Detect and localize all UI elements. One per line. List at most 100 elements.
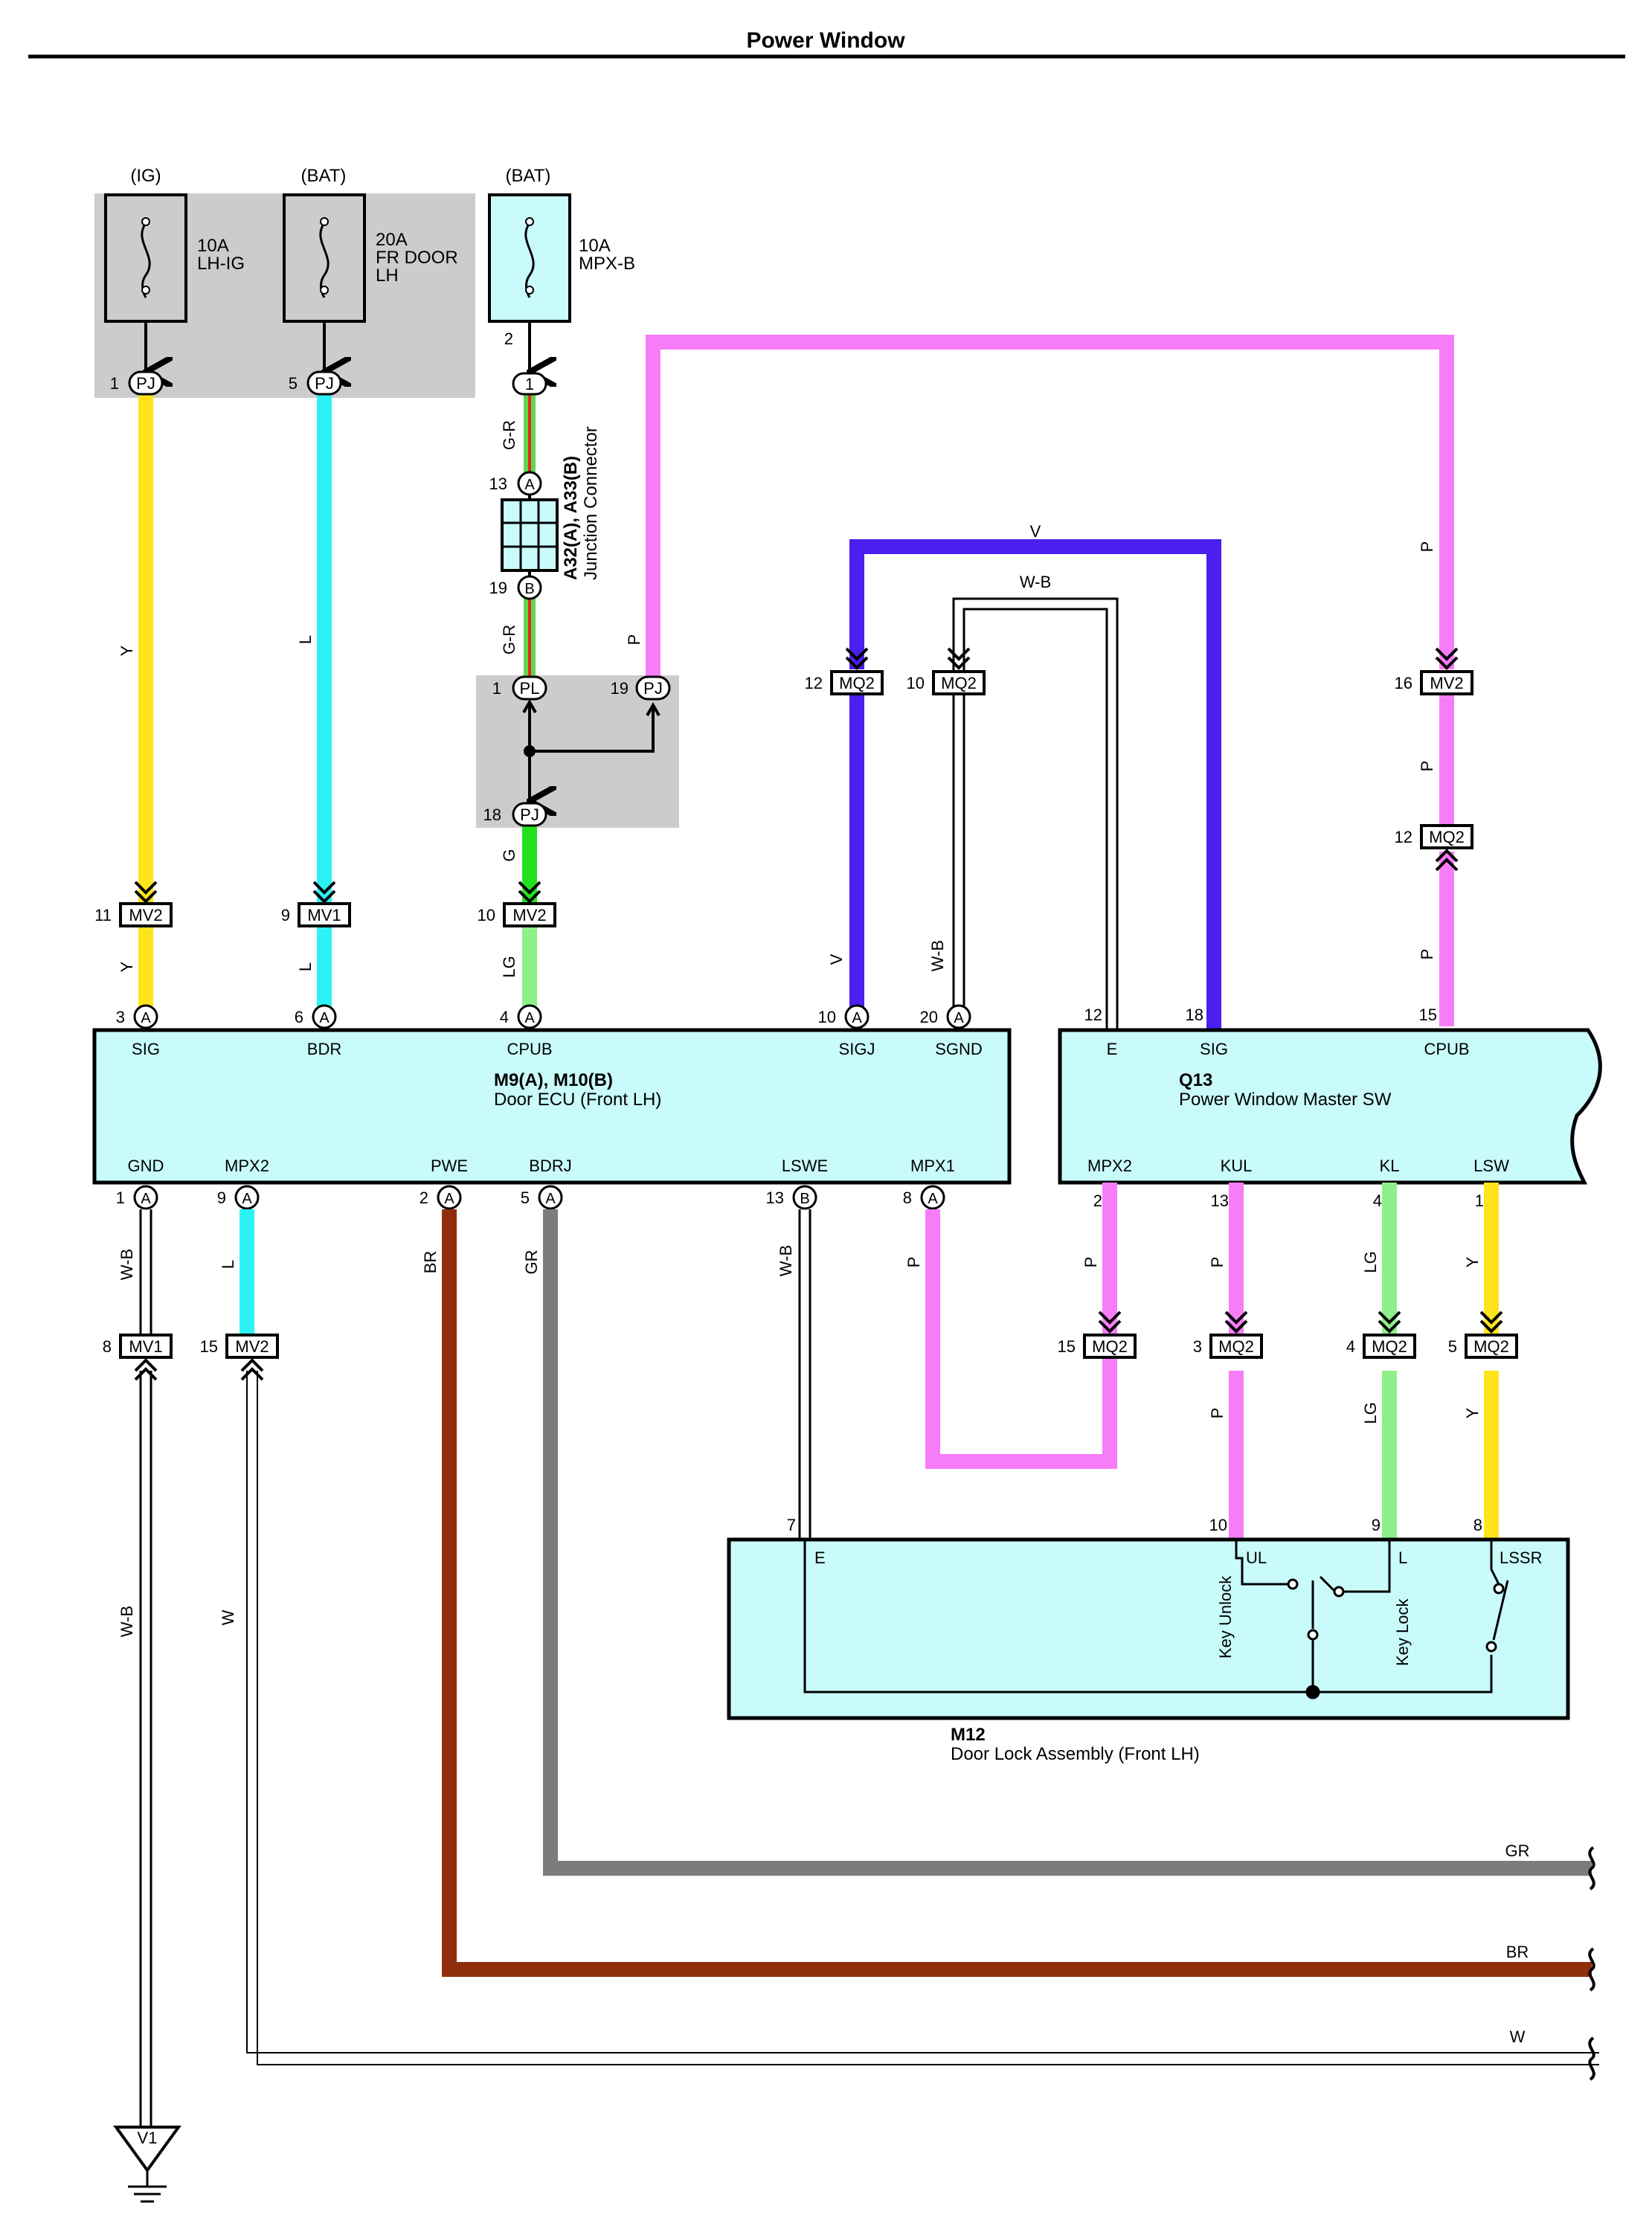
connector-mv2-11: MV2 11 xyxy=(94,881,173,927)
svg-text:A: A xyxy=(141,1010,151,1026)
wire-label-p-4: P xyxy=(1418,949,1436,960)
svg-text:MQ2: MQ2 xyxy=(941,674,977,692)
wire-label-y-4: Y xyxy=(1463,1407,1482,1418)
junction-pin-b: B 19 xyxy=(489,575,542,600)
svg-text:L: L xyxy=(1398,1548,1407,1567)
svg-text:13: 13 xyxy=(1211,1191,1229,1210)
svg-text:PWE: PWE xyxy=(431,1157,468,1175)
svg-text:A: A xyxy=(242,1191,252,1207)
svg-text:10: 10 xyxy=(1209,1516,1227,1534)
svg-text:19: 19 xyxy=(489,579,507,597)
junction-pin-top: 1 xyxy=(512,372,547,396)
wire-label-v-top: V xyxy=(1030,522,1041,541)
svg-text:MQ2: MQ2 xyxy=(1429,828,1465,846)
master-sw-box xyxy=(1058,1028,1602,1185)
svg-text:3: 3 xyxy=(1193,1337,1202,1356)
door-lock-box xyxy=(727,1537,1570,1720)
svg-text:E: E xyxy=(814,1548,826,1567)
svg-text:5: 5 xyxy=(289,374,298,393)
svg-text:12: 12 xyxy=(805,674,823,692)
key-lock-label: Key Lock xyxy=(1393,1598,1412,1666)
connector-mv2-10: MV2 10 xyxy=(478,881,556,927)
junction-connector: A32(A), A33(B) Junction Connector xyxy=(501,426,601,580)
door-ecu-box xyxy=(92,1028,1012,1185)
connector-mq2-12b: MQ2 12 xyxy=(1395,824,1473,872)
svg-text:SGND: SGND xyxy=(935,1040,983,1058)
svg-text:MPX2: MPX2 xyxy=(225,1157,269,1175)
door-lock-name: M12 xyxy=(951,1725,986,1745)
svg-text:MV2: MV2 xyxy=(512,906,546,924)
svg-text:A: A xyxy=(444,1191,454,1207)
svg-text:MQ2: MQ2 xyxy=(1372,1337,1407,1356)
connector-mv1-8: MV1 8 xyxy=(103,1334,173,1381)
junction-pin-a: A 13 xyxy=(489,471,542,496)
door-ecu-desc: Door ECU (Front LH) xyxy=(494,1090,661,1110)
svg-text:UL: UL xyxy=(1246,1548,1267,1567)
svg-text:10: 10 xyxy=(818,1008,836,1026)
svg-text:PJ: PJ xyxy=(520,805,539,824)
svg-text:CPUB: CPUB xyxy=(507,1040,552,1058)
svg-text:MPX2: MPX2 xyxy=(1087,1157,1132,1175)
fuse-fr-door-lh: 20A FR DOOR LH xyxy=(283,193,458,323)
wire-label-l-2: L xyxy=(296,962,315,971)
svg-text:LSWE: LSWE xyxy=(782,1157,828,1175)
door-lock-switches xyxy=(803,1540,1509,1699)
svg-text:MQ2: MQ2 xyxy=(839,674,875,692)
page-title: Power Window xyxy=(746,28,905,53)
svg-text:15: 15 xyxy=(1058,1337,1076,1356)
svg-text:1: 1 xyxy=(525,375,534,393)
wire-v xyxy=(849,539,1221,1030)
svg-text:LSSR: LSSR xyxy=(1500,1548,1542,1567)
wire-br xyxy=(442,1209,1592,1977)
wire-label-gr-2: G-R xyxy=(500,625,518,654)
wire-label-p-2: P xyxy=(1418,541,1436,553)
wire-label-p-3: P xyxy=(1418,761,1436,772)
wire-label-wb-2: W-B xyxy=(928,940,947,971)
svg-text:MV1: MV1 xyxy=(129,1337,162,1356)
wire-wb-sgnd xyxy=(952,597,1119,1030)
svg-text:6: 6 xyxy=(295,1008,303,1026)
wire-label-y-2: Y xyxy=(118,961,136,972)
fuse3-rating: 10A xyxy=(579,236,611,256)
continuation-breaks xyxy=(1588,1846,1595,2081)
connector-mq2-5: MQ2 5 xyxy=(1448,1310,1518,1359)
fuse2-name-2: LH xyxy=(376,266,399,286)
door-lock-desc: Door Lock Assembly (Front LH) xyxy=(951,1744,1200,1764)
wire-p-loop xyxy=(646,335,1454,681)
connector-pj-1: PJ 1 xyxy=(110,370,164,396)
svg-text:PJ: PJ xyxy=(136,374,155,393)
svg-text:A: A xyxy=(954,1010,964,1026)
svg-text:8: 8 xyxy=(103,1337,112,1356)
ecu-bottom-pins: GND A 1 MPX2 A 9 PWE A 2 BDRJ A 5 LSWE B… xyxy=(116,1157,955,1210)
bat-label-1: (BAT) xyxy=(301,166,347,186)
wire-label-y-3: Y xyxy=(1463,1256,1482,1267)
svg-text:MV1: MV1 xyxy=(307,906,341,924)
svg-text:3: 3 xyxy=(116,1008,125,1026)
svg-text:MQ2: MQ2 xyxy=(1218,1337,1254,1356)
svg-text:SIG: SIG xyxy=(132,1040,160,1058)
svg-text:A: A xyxy=(524,477,535,493)
svg-text:19: 19 xyxy=(611,679,629,698)
svg-text:15: 15 xyxy=(200,1337,218,1356)
connector-mq2-10: MQ2 10 xyxy=(907,647,986,695)
svg-text:CPUB: CPUB xyxy=(1424,1040,1469,1058)
connector-pj-5: PJ 5 xyxy=(289,370,342,396)
connector-mv2-16: MV2 16 xyxy=(1395,647,1473,695)
svg-text:9: 9 xyxy=(217,1189,226,1207)
svg-text:15: 15 xyxy=(1419,1006,1437,1024)
wire-label-p-6: P xyxy=(1081,1257,1100,1268)
junction-block-wiring xyxy=(522,698,661,801)
wire-label-gr-1: G-R xyxy=(500,420,518,450)
wire-label-wb-3: W-B xyxy=(118,1249,136,1280)
wire-label-lg-2: LG xyxy=(1361,1251,1380,1273)
svg-text:A: A xyxy=(524,1010,535,1026)
svg-text:LSW: LSW xyxy=(1473,1157,1509,1175)
svg-text:4: 4 xyxy=(500,1008,509,1026)
door-lock-pins: 7 E 10 UL 9 L 8 LSSR xyxy=(787,1516,1543,1567)
svg-text:1: 1 xyxy=(116,1189,125,1207)
wire-wb-ground xyxy=(139,1209,152,2127)
ecu-top-pins: A 3 SIG A 6 BDR A 4 CPUB A 10 SIGJ A 20 … xyxy=(116,1004,983,1058)
svg-text:MQ2: MQ2 xyxy=(1092,1337,1128,1356)
svg-text:4: 4 xyxy=(1373,1191,1382,1210)
jct-top-pin: 2 xyxy=(504,329,513,348)
